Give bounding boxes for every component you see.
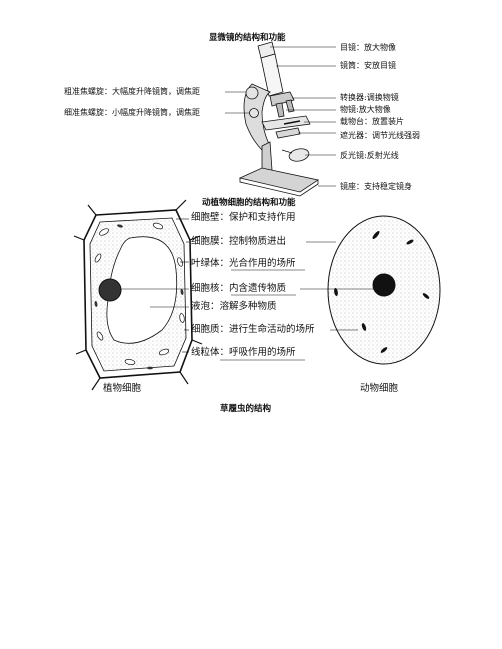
objective-shape: [275, 102, 285, 118]
base-label: 镜座：支持稳定镜身: [340, 182, 412, 191]
tube-label: 镜筒：安放目镜: [340, 61, 396, 70]
mirror-label: 反光镜:反射光线: [340, 151, 399, 160]
coarse-knob: [245, 86, 259, 100]
animal-cell-caption: 动物细胞: [360, 383, 399, 394]
diaphragm-label: 遮光器：调节光线强弱: [340, 131, 420, 140]
nucleus-label: 细胞核：内含遗传物质: [191, 283, 287, 294]
fine-focus-label: 细准焦螺旋：小幅度升降镜筒，调焦距: [64, 108, 200, 117]
mirror-shape: [288, 148, 310, 162]
paramecium-title: 草履虫的结构: [220, 404, 272, 414]
eyepiece-label: 目镜：放大物像: [340, 43, 396, 52]
plant-nucleus: [98, 278, 122, 302]
plant-cell: [73, 199, 203, 391]
mitochondria-label: 线粒体：呼吸作用的场所: [191, 347, 296, 358]
coarse-focus-label: 粗准焦螺旋：大幅度升降镜筒，调焦距: [64, 87, 200, 96]
objective-label: 物镜:放大物像: [340, 105, 391, 114]
chloroplast-label: 叶绿体：光合作用的场所: [191, 258, 296, 269]
animal-cell: [327, 215, 441, 365]
plant-cell-caption: 植物细胞: [103, 383, 142, 394]
stage-label: 载物台：放置装片: [340, 117, 404, 126]
converter-shape: [269, 91, 295, 107]
mitochondrion: [117, 224, 123, 228]
cytoplasm-label: 细胞质：进行生命活动的场所: [191, 324, 315, 335]
tube-shape: [260, 53, 284, 97]
microscope-title: 显微镜的结构和功能: [209, 33, 286, 43]
plant-vacuole: [106, 236, 178, 344]
diaphragm-shape: [275, 127, 301, 139]
animal-mitochondrion: [372, 230, 380, 240]
chloroplast: [99, 228, 109, 236]
animal-nucleus: [372, 273, 396, 297]
vacuole-label: 液泡：溶解多种物质: [191, 301, 277, 312]
cell-membrane-label: 细胞膜：控制物质进出: [191, 236, 287, 247]
cells-title: 动植物细胞的结构和功能: [202, 198, 296, 208]
cell-wall-label: 细胞壁：保护和支持作用: [191, 212, 296, 223]
converter-label: 转换器:调换物镜: [340, 93, 399, 102]
